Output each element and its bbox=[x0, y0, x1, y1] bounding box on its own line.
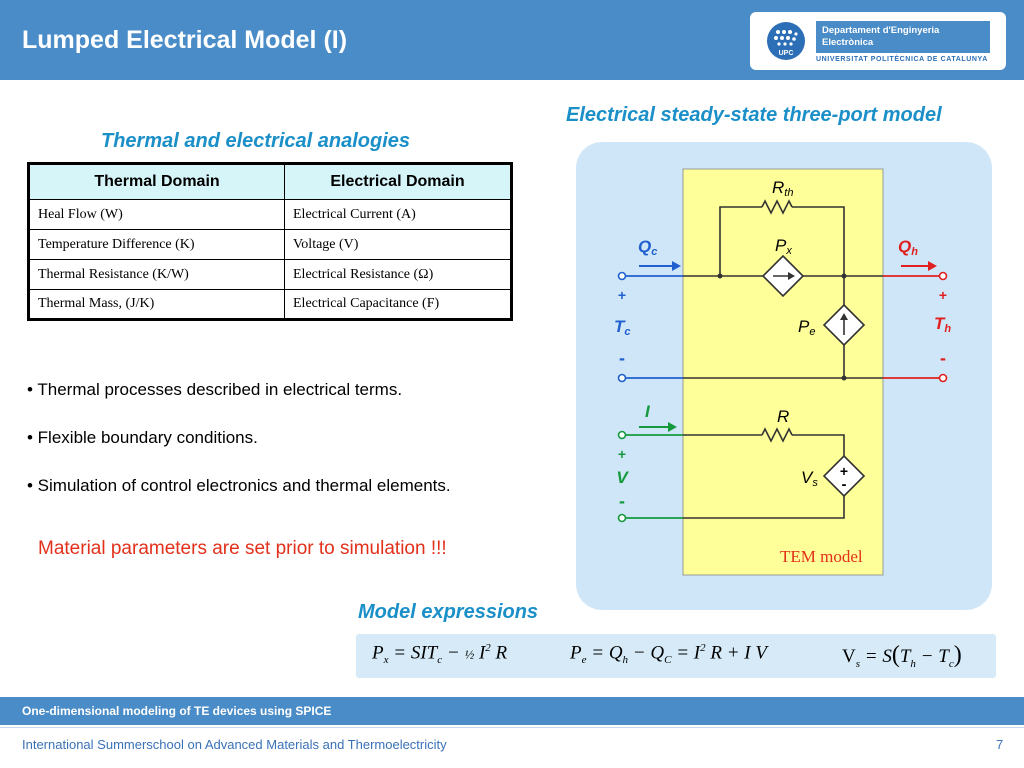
tem-model-label: TEM model bbox=[780, 547, 863, 566]
logo-abbrev: UPC bbox=[779, 50, 794, 57]
table-cell: Electrical Capacitance (F) bbox=[284, 289, 512, 320]
three-port-circuit-diagram: + - Rth Px Pe R Vs Qc Qh + + Tc Th - - I… bbox=[576, 142, 992, 610]
rth-right-wire bbox=[792, 206, 845, 276]
table-cell: Electrical Resistance (Ω) bbox=[284, 259, 512, 290]
px-expression: Px = SITc − ½ I2 R bbox=[372, 642, 508, 667]
px-label: Px bbox=[775, 236, 792, 257]
terminal-v-plus bbox=[617, 430, 627, 440]
vs-label: Vs bbox=[801, 468, 818, 489]
table-row: Thermal Resistance (K/W) Electrical Resi… bbox=[28, 259, 512, 290]
logo-department: Departament d'Enginyeria Electrònica bbox=[816, 21, 990, 53]
upc-seal-icon: UPC bbox=[767, 22, 805, 60]
analogies-title: Thermal and electrical analogies bbox=[101, 130, 411, 152]
table-header-row: Thermal Domain Electrical Domain bbox=[28, 163, 512, 200]
pe-expression: Pe = Qh − QC = I2 R + I V bbox=[570, 642, 767, 667]
vs-minus-sign: - bbox=[842, 476, 847, 493]
qh-label: Qh bbox=[898, 237, 918, 258]
table-cell: Thermal Mass, (J/K) bbox=[28, 289, 285, 320]
th-plus-sign: + bbox=[939, 287, 947, 303]
terminal-th-minus bbox=[938, 373, 948, 383]
footer-banner-text: One-dimensional modeling of TE devices u… bbox=[22, 704, 332, 718]
footer-event-name: International Summerschool on Advanced M… bbox=[22, 737, 447, 752]
footer-banner: One-dimensional modeling of TE devices u… bbox=[0, 697, 1024, 725]
footer-divider bbox=[0, 727, 1024, 728]
expressions-title: Model expressions bbox=[358, 601, 539, 623]
upc-logo: UPC Departament d'Enginyeria Electrònica… bbox=[750, 12, 1006, 70]
table-row: Heal Flow (W) Electrical Current (A) bbox=[28, 199, 512, 230]
v-plus-sign: + bbox=[618, 446, 626, 462]
table-row: Thermal Mass, (J/K) Electrical Capacitan… bbox=[28, 289, 512, 320]
column-header-thermal: Thermal Domain bbox=[28, 163, 285, 200]
analogy-table: Thermal Domain Electrical Domain Heal Fl… bbox=[27, 162, 513, 321]
circuit-title: Electrical steady-state three-port model bbox=[566, 104, 942, 126]
rth-label: Rth bbox=[772, 178, 793, 199]
slide-title: Lumped Electrical Model (I) bbox=[22, 26, 348, 54]
node-dot bbox=[841, 273, 847, 279]
qc-label: Qc bbox=[638, 237, 657, 258]
bullet-item: • Simulation of control electronics and … bbox=[27, 476, 451, 495]
simulation-note: Material parameters are set prior to sim… bbox=[38, 538, 447, 559]
table-cell: Heal Flow (W) bbox=[28, 199, 285, 230]
bullet-item: • Thermal processes described in electri… bbox=[27, 380, 403, 399]
expressions-panel: Px = SITc − ½ I2 R Pe = Qh − QC = I2 R +… bbox=[356, 634, 996, 678]
pe-label: Pe bbox=[798, 317, 815, 338]
table-cell: Electrical Current (A) bbox=[284, 199, 512, 230]
column-header-electrical: Electrical Domain bbox=[284, 163, 512, 200]
tc-plus-sign: + bbox=[618, 287, 626, 303]
logo-university: UNIVERSITAT POLITÈCNICA DE CATALUNYA bbox=[816, 56, 988, 63]
electric-top-wire-right bbox=[792, 434, 845, 456]
page-number: 7 bbox=[996, 737, 1004, 752]
terminal-tc-plus bbox=[617, 271, 627, 281]
table-cell: Temperature Difference (K) bbox=[28, 229, 285, 260]
electric-return-wire bbox=[683, 496, 845, 519]
vs-expression: Vs = S(Th − Tc) bbox=[842, 642, 962, 670]
terminal-tc-minus bbox=[617, 373, 627, 383]
node-dot bbox=[841, 375, 847, 381]
r-label: R bbox=[777, 407, 789, 426]
tc-label: Tc bbox=[614, 317, 631, 338]
node-dot bbox=[717, 273, 723, 279]
title-bar: Lumped Electrical Model (I) UPC Departam… bbox=[0, 0, 1024, 80]
table-cell: Thermal Resistance (K/W) bbox=[28, 259, 285, 290]
vs-source bbox=[822, 454, 866, 498]
rth-resistor bbox=[761, 199, 793, 215]
tem-model-box bbox=[682, 168, 884, 576]
v-minus-sign: - bbox=[619, 491, 625, 511]
th-label: Th bbox=[934, 314, 951, 335]
th-minus-sign: - bbox=[940, 348, 946, 368]
terminal-th-plus bbox=[938, 271, 948, 281]
terminal-v-minus bbox=[617, 513, 627, 523]
table-row: Temperature Difference (K) Voltage (V) bbox=[28, 229, 512, 260]
v-label: V bbox=[616, 468, 629, 487]
bullet-item: • Flexible boundary conditions. bbox=[27, 428, 258, 447]
r-resistor bbox=[761, 427, 793, 443]
i-label: I bbox=[645, 402, 651, 421]
rth-left-wire bbox=[719, 206, 762, 276]
vs-plus-sign: + bbox=[840, 463, 848, 479]
tc-minus-sign: - bbox=[619, 348, 625, 368]
table-cell: Voltage (V) bbox=[284, 229, 512, 260]
